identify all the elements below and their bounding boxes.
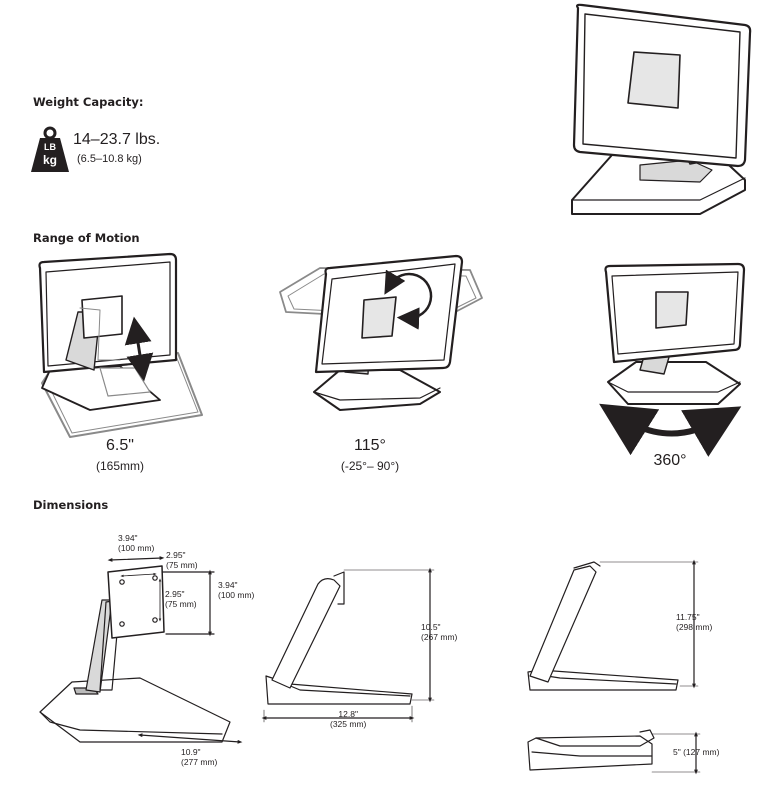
tilt-illustration [279,254,483,411]
weight-capacity-heading: Weight Capacity: [33,95,144,109]
range-of-motion-heading: Range of Motion [33,231,140,245]
base-width-label: 10.9"(277 mm) [181,747,218,767]
pan-illustration [599,262,746,457]
min-height-label: 10.5"(267 mm) [421,622,458,642]
dimension-side-view-min [261,567,435,723]
weight-icon-lb: LB [44,142,56,152]
lift-value: 6.5" [106,437,134,454]
vesa-height-label: 3.94"(100 mm) [218,580,255,600]
tilt-metric: (-25°– 90°) [340,459,400,473]
vesa-width-label: 3.94"(100 mm) [118,533,155,553]
weight-icon-kg: kg [42,153,57,167]
dimensions-heading: Dimensions [33,498,109,512]
depth-label: 12.8"(325 mm) [330,709,367,729]
folded-height-label: 5" (127 mm) [673,747,720,757]
pan-value: 360° [653,452,687,469]
tilt-value: 115° [354,437,386,454]
vesa-v75-label: 2.95"(75 mm) [165,589,197,609]
lift-illustration [38,252,203,438]
lift-metric: (165mm) [95,459,144,473]
weight-value: 14–23.7 lbs. [73,131,161,148]
weight-metric: (6.5–10.8 kg) [77,153,142,165]
dimension-side-view-max [527,559,699,691]
vesa-h75-label: 2.95"(75 mm) [166,550,198,570]
max-height-label: 11.75"(298 mm) [676,612,713,632]
hero-monitor-illustration [571,3,752,215]
dimension-front-view [39,556,243,744]
